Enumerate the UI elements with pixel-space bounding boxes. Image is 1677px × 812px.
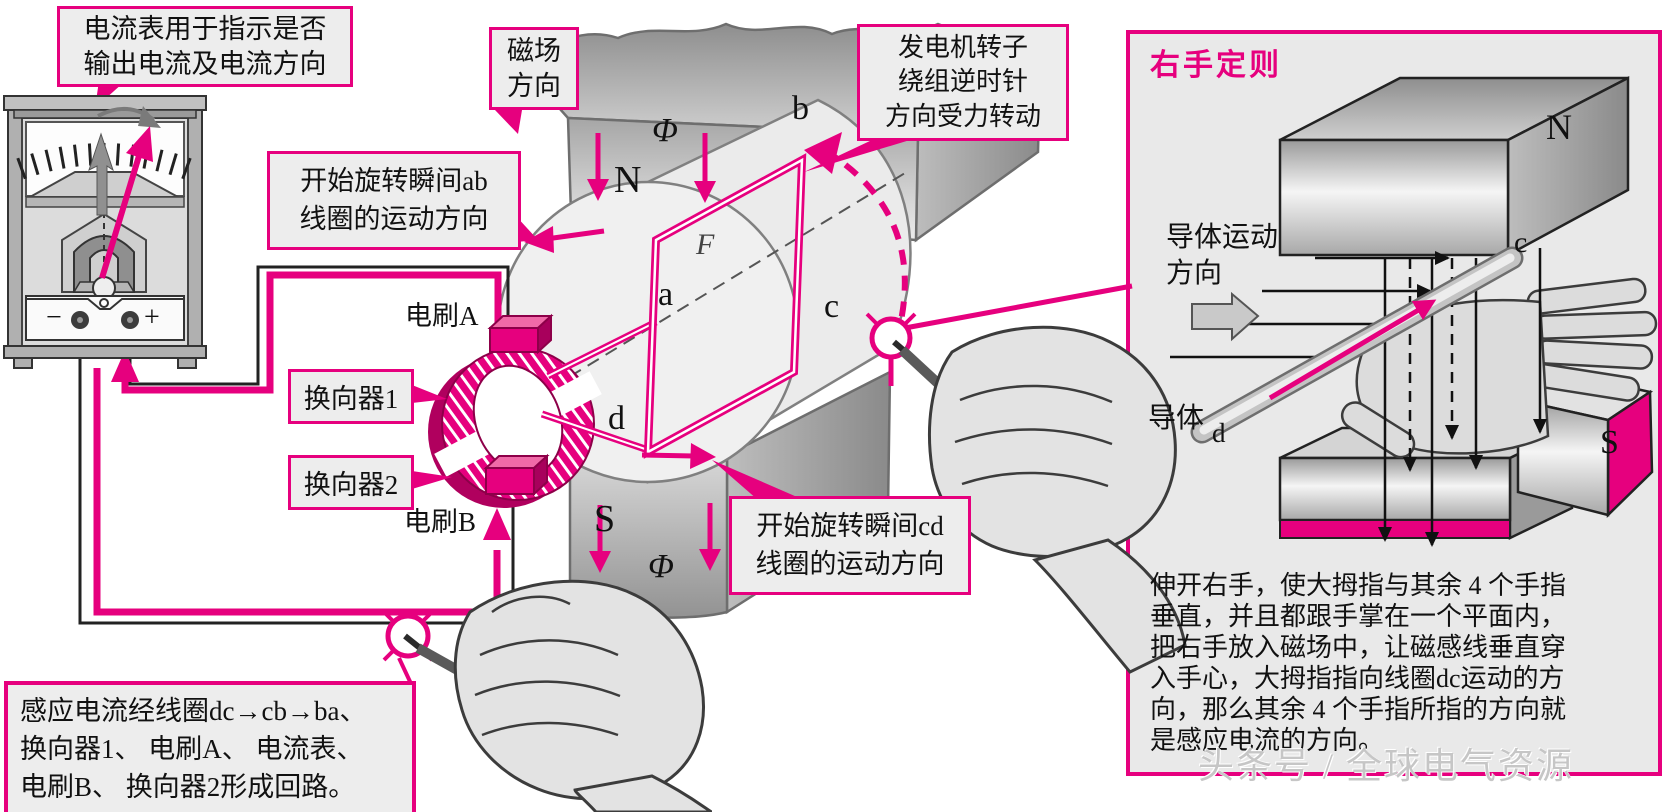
description-line: 入手心，大拇指指向线圈dc运动的方	[1150, 664, 1565, 693]
label-line: 导体运动	[1166, 222, 1279, 253]
brush-b	[483, 453, 550, 497]
label-flux-phi-n: Φ	[652, 112, 678, 149]
tag-commutator-2: 换向器2	[288, 455, 414, 510]
label-conductor-d: d	[1212, 418, 1226, 448]
callout-line: 发电机转子	[897, 33, 1028, 62]
right-panel-title: 右手定则	[1150, 49, 1282, 82]
rp-conductor-rod	[1190, 246, 1524, 444]
coil-leads	[540, 318, 658, 454]
label-point-d: d	[608, 400, 625, 437]
label-pole-s: S	[594, 498, 616, 540]
rp-label-pole-n: N	[1546, 107, 1572, 147]
ammeter-minus-label: −	[46, 302, 62, 333]
description-line: 是感应电流的方向。	[1150, 726, 1385, 755]
rp-n-magnet	[1278, 75, 1630, 258]
callout-line: 磁场	[507, 36, 561, 66]
callout-line: 方向受力转动	[884, 101, 1041, 131]
rotor-coil	[643, 153, 807, 459]
label-force-f: F	[696, 228, 715, 261]
label-brush-b: 电刷B	[404, 507, 477, 537]
index-finger	[1526, 277, 1647, 315]
watermark: 头条号 / 全球电气资源	[1198, 746, 1575, 786]
motion-block-arrow	[1191, 291, 1260, 342]
callout-line: 开始旋转瞬间ab	[300, 166, 488, 196]
label-point-b: b	[792, 90, 809, 127]
label-conductor: 导体	[1148, 403, 1205, 434]
callout-line: 线圈的运动方向	[755, 549, 945, 580]
callout-line: 换向器1、 电刷A、 电流表、	[20, 733, 364, 764]
callout-line: 输出电流及电流方向	[83, 48, 327, 79]
cd-motion-arrow	[641, 443, 716, 469]
hand-rotor	[892, 325, 1187, 674]
label-conductor-motion: 导体运动 方向	[1166, 220, 1278, 293]
callout-ab-motion: 开始旋转瞬间ab 线圈的运动方向	[267, 151, 521, 250]
label-pole-n: N	[614, 159, 642, 201]
tag-label: 换向器2	[303, 470, 399, 500]
ammeter-instrument	[3, 95, 207, 369]
hand-bottom	[403, 579, 713, 812]
description-line: 向，那么其余 4 个手指所指的方向就	[1150, 695, 1567, 724]
commutator	[428, 313, 602, 508]
ammeter-needle	[88, 132, 114, 216]
flux-arrows	[587, 133, 721, 573]
callout-cd-motion: 开始旋转瞬间cd 线圈的运动方向	[729, 496, 971, 595]
middle-finger	[1532, 310, 1658, 340]
callout-line: 感应电流经线圈dc→cb→ba、	[20, 696, 367, 726]
description-line: 把右手放入磁场中，让磁感线垂直穿	[1150, 633, 1567, 662]
label-line: 方向	[1166, 258, 1223, 290]
ammeter-plus-label: +	[144, 302, 160, 333]
callout-line: 电流表用于指示是否	[83, 14, 327, 44]
callout-line: 方向	[507, 70, 561, 101]
callout-field-direction: 磁场 方向	[489, 27, 579, 111]
ab-motion-arrow	[524, 226, 605, 253]
description-line: 垂直，并且都跟手掌在一个平面内，	[1150, 602, 1567, 631]
label-brush-a: 电刷A	[405, 301, 479, 331]
tag-commutator-1: 换向器1	[288, 369, 414, 424]
description-line: 伸开右手，使大拇指与其余 4 个手指	[1150, 571, 1567, 600]
callout-line: 绕组逆时针	[897, 67, 1028, 97]
tag-label: 换向器1	[303, 384, 399, 414]
callout-line: 电刷B、 换向器2形成回路。	[20, 771, 356, 802]
callout-line: 线圈的运动方向	[299, 204, 489, 235]
label-point-a: a	[658, 276, 674, 313]
callout-line: 开始旋转瞬间cd	[756, 511, 944, 541]
label-flux-phi-s: Φ	[648, 548, 674, 585]
rp-right-hand	[1340, 277, 1658, 459]
brush-a	[487, 313, 554, 355]
callout-loop-note: 感应电流经线圈dc→cb→ba、 换向器1、 电刷A、 电流表、 电刷B、 换向…	[4, 681, 416, 812]
needle-deflection-arrow	[99, 145, 145, 279]
induced-current-arrow	[1268, 299, 1437, 401]
callout-rotor-force: 发电机转子 绕组逆时针 方向受力转动	[857, 24, 1069, 141]
right-hand-rule-description: 伸开右手，使大拇指与其余 4 个手指 垂直，并且都跟手掌在一个平面内， 把右手放…	[1150, 570, 1656, 756]
callout-ammeter-note: 电流表用于指示是否 输出电流及电流方向	[57, 6, 353, 88]
label-point-c: c	[824, 288, 840, 325]
circuit-wires	[78, 265, 515, 625]
rp-label-point-c: c	[1514, 226, 1528, 259]
rp-label-pole-s: S	[1600, 424, 1619, 461]
rotation-direction-arc	[804, 132, 908, 339]
